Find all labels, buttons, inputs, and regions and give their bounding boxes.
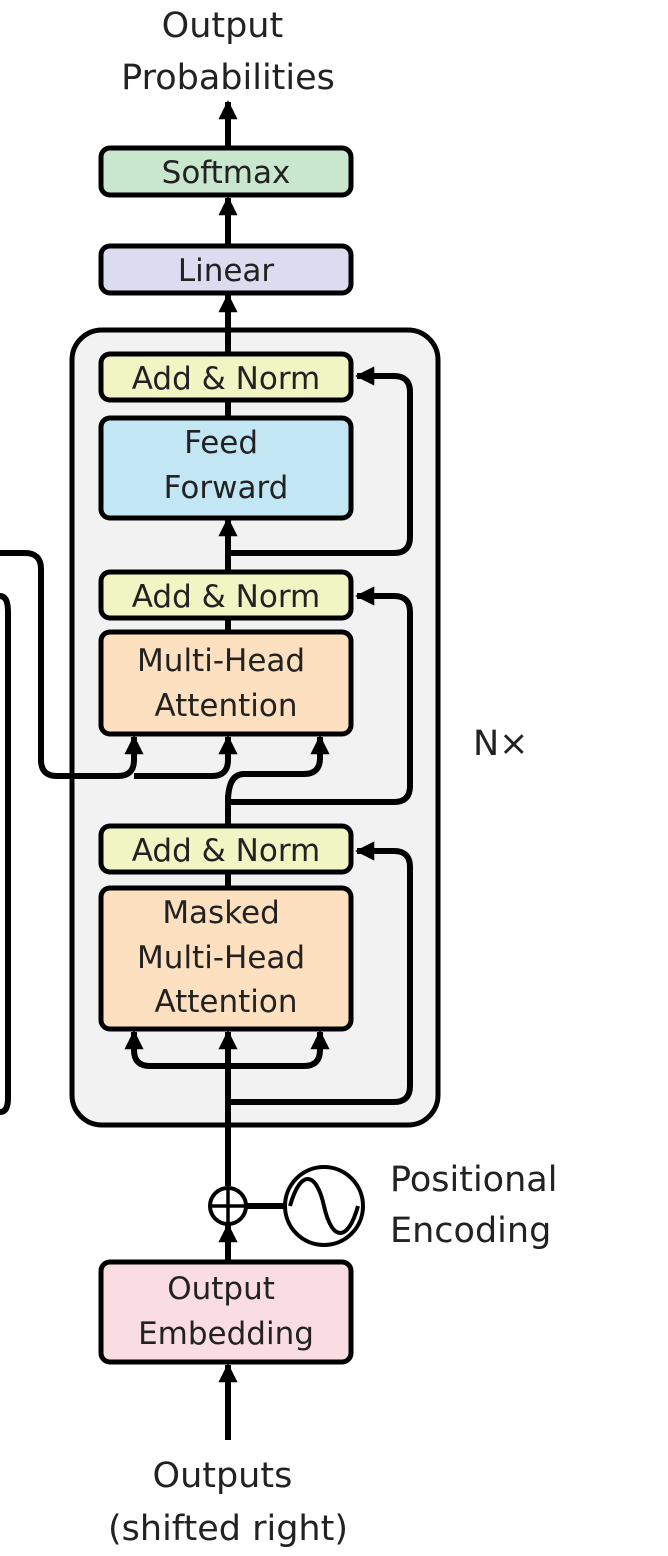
add-norm-bottom-label: Add & Norm: [132, 833, 320, 869]
add-norm-mid-label: Add & Norm: [132, 579, 320, 615]
add-norm-mid-box: [98, 569, 354, 621]
encoder-output-input-2: [134, 735, 238, 779]
repeat-label: N×: [473, 724, 529, 764]
linear-box: [98, 243, 354, 296]
sum-node: [208, 1186, 248, 1226]
masked-attention-left-input: [124, 1030, 228, 1069]
add-norm-top-box: [98, 351, 354, 403]
positional-encoding-label: Positional Encoding: [390, 1160, 569, 1251]
residual-connection-3: [228, 366, 413, 556]
residual-connection-2: [228, 586, 413, 805]
encoder-edge: [0, 593, 11, 1115]
feed-forward-label: Feed Forward: [164, 425, 289, 506]
output-embedding-box: [98, 1259, 354, 1365]
output-embedding-label: Output Embedding: [138, 1271, 314, 1352]
add-norm-bottom-box: [98, 823, 354, 875]
attention-query-input: [225, 735, 330, 803]
outputs-label: Outputs (shifted right): [108, 1456, 348, 1549]
residual-connection-1: [228, 841, 413, 1105]
masked-multi-head-attention-box: [98, 885, 354, 1032]
add-norm-top-label: Add & Norm: [132, 361, 320, 397]
masked-attention-right-input: [228, 1030, 330, 1069]
softmax-box: [98, 145, 354, 198]
softmax-label: Softmax: [162, 155, 291, 191]
multi-head-attention-label: Multi-Head Attention: [137, 643, 315, 724]
multi-head-attention-box: [98, 629, 354, 737]
masked-multi-head-attention-label: Masked Multi-Head Attention: [137, 895, 315, 1020]
output-probabilities-label: Output Probabilities: [121, 6, 335, 98]
encoder-output-input: [0, 550, 144, 779]
linear-label: Linear: [178, 253, 275, 289]
positional-encoding-icon: [283, 1165, 365, 1247]
feed-forward-box: [98, 415, 354, 521]
